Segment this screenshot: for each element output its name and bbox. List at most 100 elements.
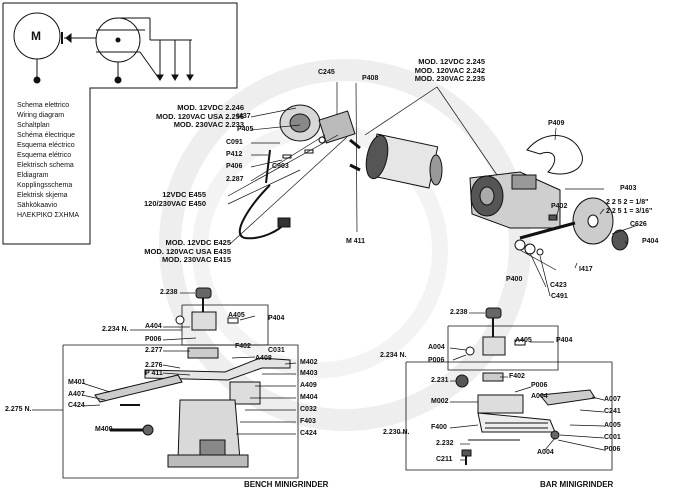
wiring-language-list: Schema elettrico Wiring diagram Schaltpl… — [17, 101, 79, 221]
bar-label-a007: A007 — [604, 396, 621, 403]
bench-label-m400: M400 — [95, 426, 113, 433]
wiring-diagram-box — [2, 2, 238, 245]
bar-label-2232: 2.232 — [436, 440, 454, 447]
bench-label-a409: A409 — [300, 382, 317, 389]
bar-label-a405: A405 — [515, 337, 532, 344]
bench-label-f402: F402 — [235, 343, 251, 350]
wiring-label-pt: Esquema elétrico — [17, 152, 72, 159]
label-size-2: 2 2 5 1 = 3/16" — [606, 208, 653, 215]
label-2287: 2.287 — [226, 176, 244, 183]
bar-label-p006b: P006 — [531, 382, 548, 389]
bar-label-2238: 2.238 — [450, 309, 468, 316]
bench-label-2277: 2.277 — [145, 347, 163, 354]
leader-lines-top — [227, 82, 639, 297]
bench-label-p006: P006 — [145, 336, 162, 343]
bench-label-m401: M401 — [68, 379, 86, 386]
label-p412: P412 — [226, 151, 243, 158]
bench-label-a404: A404 — [145, 323, 162, 330]
bar-label-p006: P006 — [428, 357, 445, 364]
wiring-label-nl: Elektrisch schema — [17, 162, 74, 169]
bench-label-p404: P404 — [268, 315, 285, 322]
label-m411: M 411 — [346, 238, 366, 245]
label-p404: P404 — [642, 238, 659, 245]
wiring-label-no: Elektrisk skjema — [17, 192, 68, 199]
bar-label-a004b: A004 — [531, 393, 548, 400]
label-p403: P403 — [620, 185, 637, 192]
bench-label-c424a: C424 — [68, 402, 85, 409]
bar-frames — [405, 325, 613, 471]
bar-label-f402: F402 — [509, 373, 525, 380]
bench-label-c032: C032 — [300, 406, 317, 413]
mod-left-3: MOD. 230VAC 2.233 — [173, 120, 244, 129]
bench-label-c424b: C424 — [300, 430, 317, 437]
bench-label-c031: C031 — [268, 347, 285, 354]
bar-label-c241: C241 — [604, 408, 621, 415]
bar-label-p404: P404 — [556, 337, 573, 344]
bar-label-m002: M002 — [431, 398, 449, 405]
label-c903: C903 — [272, 163, 289, 170]
wiring-label-da: Eldiagram — [17, 172, 49, 179]
e-code-mid-1: 12VDC E455 — [162, 190, 206, 199]
bench-label-2238: 2.238 — [160, 289, 178, 296]
bench-minigrinder-title: BENCH MINIGRINDER — [244, 480, 329, 489]
wiring-label-fr: Schéma électrique — [17, 132, 75, 139]
wiring-label-es: Esquema eléctrico — [17, 142, 75, 149]
bar-label-2230: 2.230 N. — [383, 429, 410, 436]
bench-label-f403: F403 — [300, 418, 316, 425]
wiring-label-el: ΗΛΕΚΡΙΚΟ ΣΧΗΜΑ — [17, 212, 80, 219]
mods-top-group: MOD. 12VDC 2.245 MOD. 120VAC 2.242 MOD. … — [414, 57, 485, 84]
bench-label-p411: P 411 — [145, 370, 163, 377]
mods-left-group: MOD. 12VDC 2.246 MOD. 120VAC USA 2.256 M… — [156, 103, 244, 130]
bench-label-a405: A405 — [228, 312, 245, 319]
leader-lines-bar — [398, 312, 605, 461]
bar-minigrinder-title: BAR MINIGRINDER — [540, 480, 614, 489]
bench-label-m403: M403 — [300, 370, 318, 377]
mod-left-2: MOD. 120VAC USA 2.256 — [156, 111, 244, 121]
mod-left-1: MOD. 12VDC 2.246 — [177, 103, 244, 112]
label-i417: I417 — [579, 266, 593, 273]
bar-label-c211: C211 — [436, 456, 453, 463]
label-size-1: 2 2 5 2 = 1/8" — [606, 199, 649, 206]
label-c091: C091 — [226, 139, 243, 146]
bar-label-a005: A005 — [604, 422, 621, 429]
mod-top-1: MOD. 12VDC 2.245 — [418, 57, 485, 66]
label-c491: C491 — [551, 293, 568, 300]
bench-label-2234: 2.234 N. — [102, 326, 129, 333]
e-codes-mid-group: 12VDC E455 120/230VAC E450 — [144, 190, 206, 208]
label-c423: C423 — [550, 282, 567, 289]
label-p409: P409 — [548, 120, 565, 127]
wiring-label-fi: Sähkökaavio — [17, 202, 58, 209]
bench-grinder-drawing — [94, 287, 291, 468]
label-c245: C245 — [318, 69, 335, 76]
label-p408: P408 — [362, 75, 379, 82]
motor-assembly — [238, 104, 629, 256]
bar-label-2234: 2.234 N. — [380, 352, 407, 359]
watermark-circle-inner — [192, 122, 448, 378]
label-p400: P400 — [506, 276, 523, 283]
bench-label-2276: 2.276 — [145, 362, 163, 369]
label-p402: P402 — [551, 203, 568, 210]
wiring-label-en: Wiring diagram — [17, 112, 65, 119]
label-p406: P406 — [226, 163, 243, 170]
e-code-low-1: MOD. 12VDC E425 — [165, 238, 231, 247]
motor-symbol-label: M — [31, 29, 41, 43]
bar-label-a004c: A004 — [537, 449, 554, 456]
bench-label-2275: 2.275 N. — [5, 406, 32, 413]
label-i437: I437 — [237, 113, 251, 120]
bench-label-m402: M402 — [300, 359, 318, 366]
wiring-label-de: Schaltplan — [17, 122, 50, 129]
bench-label-m404: M404 — [300, 394, 318, 401]
bar-label-a004: A004 — [428, 344, 445, 351]
bar-grinder-drawing — [455, 307, 596, 465]
bar-label-c001: C001 — [604, 434, 621, 441]
bench-label-a407: A407 — [68, 391, 85, 398]
wiring-label-sv: Kopplingsschema — [17, 182, 73, 189]
bar-label-f400: F400 — [431, 424, 447, 431]
bar-label-p006c: P006 — [604, 446, 621, 453]
e-code-low-2: MOD. 120VAC USA E435 — [144, 246, 231, 256]
wiring-label-it: Schema elettrico — [17, 102, 70, 109]
mod-top-2: MOD. 120VAC 2.242 — [414, 65, 485, 75]
bench-label-a408: A408 — [255, 355, 272, 362]
